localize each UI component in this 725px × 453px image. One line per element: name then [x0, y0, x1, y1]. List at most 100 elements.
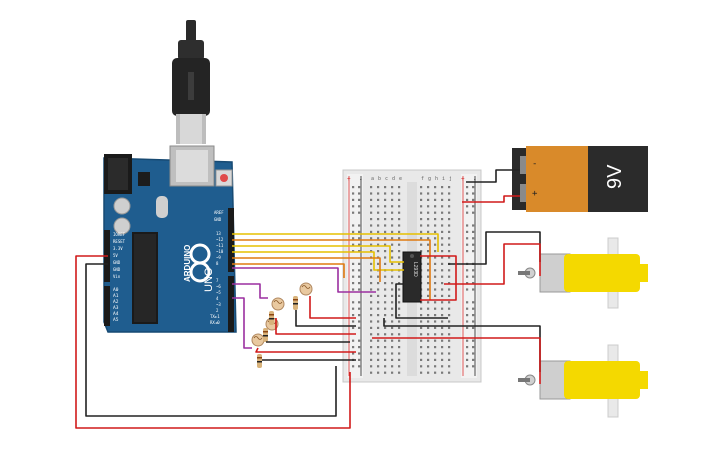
- breadboard-hole: [441, 186, 444, 189]
- breadboard-hole: [434, 339, 437, 342]
- arduino-uno-board: ARDUINO UNO IOREF RESET 3.3V 5V GND GND …: [103, 145, 237, 333]
- breadboard-hole: [384, 326, 387, 329]
- breadboard-hole: [384, 250, 387, 253]
- breadboard-hole: [370, 288, 373, 291]
- rail-hole: [472, 198, 475, 201]
- breadboard-hole: [370, 282, 373, 285]
- power-pin-3v3: 3.3V: [113, 246, 123, 251]
- breadboard-hole: [427, 282, 430, 285]
- breadboard-hole: [448, 243, 451, 246]
- rail-hole: [358, 352, 361, 355]
- rail-hole: [358, 339, 361, 342]
- dc-motor-bottom: [518, 344, 648, 418]
- breadboard-hole: [434, 365, 437, 368]
- resistor-2: [269, 311, 274, 325]
- breadboard-hole: [398, 224, 401, 227]
- rail-hole: [358, 288, 361, 291]
- breadboard-hole: [420, 198, 423, 201]
- breadboard-hole: [448, 339, 451, 342]
- breadboard-hole: [420, 307, 423, 310]
- breadboard-hole: [427, 346, 430, 349]
- breadboard-hole: [448, 346, 451, 349]
- breadboard-hole: [377, 365, 380, 368]
- breadboard-hole: [370, 371, 373, 374]
- rail-hole: [358, 243, 361, 246]
- rail-hole: [358, 198, 361, 201]
- breadboard-hole: [441, 275, 444, 278]
- breadboard-hole: [441, 352, 444, 355]
- breadboard-hole: [434, 211, 437, 214]
- breadboard-hole: [420, 371, 423, 374]
- battery-9v: 9V - +: [512, 146, 648, 212]
- breadboard-hole: [434, 192, 437, 195]
- breadboard-hole: [434, 314, 437, 317]
- rail-hole: [352, 186, 355, 189]
- rail-hole: [358, 269, 361, 272]
- breadboard-hole: [434, 288, 437, 291]
- breadboard-hole: [441, 230, 444, 233]
- rail-hole: [358, 237, 361, 240]
- breadboard-hole: [391, 326, 394, 329]
- rail-hole: [466, 307, 469, 310]
- breadboard-hole: [384, 256, 387, 259]
- breadboard-hole: [441, 365, 444, 368]
- breadboard-hole: [391, 250, 394, 253]
- breadboard-hole: [427, 262, 430, 265]
- rail-hole: [472, 275, 475, 278]
- breadboard-hole: [441, 339, 444, 342]
- breadboard-hole: [370, 294, 373, 297]
- breadboard-hole: [448, 371, 451, 374]
- breadboard-hole: [391, 211, 394, 214]
- breadboard-hole: [441, 211, 444, 214]
- wire-yellow-1: [232, 233, 439, 252]
- breadboard-hole: [427, 314, 430, 317]
- wire-black-sensor: [295, 310, 356, 327]
- breadboard-hole: [420, 346, 423, 349]
- breadboard-hole: [434, 282, 437, 285]
- breadboard-hole: [427, 358, 430, 361]
- digital-pin-8: 8: [216, 261, 219, 266]
- power-pin-reset: RESET: [113, 239, 126, 244]
- rail-hole: [358, 275, 361, 278]
- rail-hole: [352, 224, 355, 227]
- analog-pin-a4: A4: [113, 311, 119, 317]
- breadboard-hole: [377, 205, 380, 208]
- rail-hole: [472, 288, 475, 291]
- breadboard-hole: [441, 346, 444, 349]
- breadboard-hole: [398, 198, 401, 201]
- breadboard-hole: [427, 269, 430, 272]
- rail-hole: [358, 224, 361, 227]
- rail-hole: [472, 352, 475, 355]
- rail-hole: [352, 320, 355, 323]
- rail-hole: [472, 326, 475, 329]
- breadboard-hole: [370, 205, 373, 208]
- rail-hole: [472, 230, 475, 233]
- breadboard-hole: [398, 262, 401, 265]
- digital-pin-rx0: RX◄0: [210, 320, 220, 325]
- breadboard-hole: [448, 218, 451, 221]
- breadboard-hole: [391, 294, 394, 297]
- breadboard-hole: [391, 192, 394, 195]
- breadboard-hole: [370, 346, 373, 349]
- breadboard-hole: [391, 218, 394, 221]
- rail-hole: [358, 250, 361, 253]
- breadboard-hole: [377, 211, 380, 214]
- breadboard-hole: [391, 365, 394, 368]
- breadboard-hole: [398, 371, 401, 374]
- breadboard-hole: [441, 301, 444, 304]
- breadboard-hole: [384, 371, 387, 374]
- breadboard-hole: [420, 237, 423, 240]
- rail-hole: [472, 307, 475, 310]
- breadboard-hole: [391, 243, 394, 246]
- breadboard-hole: [398, 346, 401, 349]
- rail-hole: [352, 205, 355, 208]
- breadboard-hole: [384, 243, 387, 246]
- breadboard-hole: [448, 282, 451, 285]
- breadboard-hole: [398, 230, 401, 233]
- digital-pin-11: ~11: [216, 243, 224, 248]
- rail-hole: [352, 352, 355, 355]
- breadboard-hole: [377, 262, 380, 265]
- rail-hole: [472, 192, 475, 195]
- breadboard-hole: [434, 294, 437, 297]
- breadboard-hole: [391, 282, 394, 285]
